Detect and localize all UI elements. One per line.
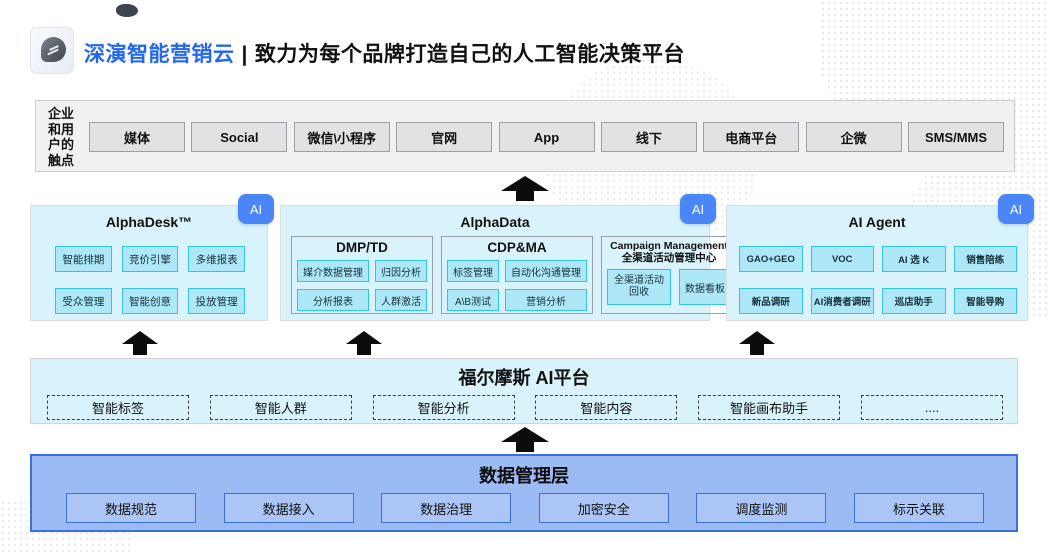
group-campaign-management: Campaign Management 全渠道活动管理中心 全渠道活动 回收 数… — [601, 236, 737, 314]
module-item: 数据看板 — [679, 269, 731, 305]
up-arrow — [501, 176, 549, 201]
up-arrow — [501, 427, 549, 452]
up-arrow — [346, 331, 382, 355]
panel-ai-agent-title: AI Agent — [848, 214, 906, 230]
touchpoint-wecom: 企微 — [805, 122, 902, 152]
module-item: 归因分析 — [375, 260, 427, 282]
capability-item: 智能人群 — [209, 395, 352, 420]
panel-alphadesk: AI AlphaDesk™ 智能排期 竞价引擎 多维报表 受众管理 智能创意 投… — [30, 194, 274, 321]
module-item: 智能导购 — [953, 288, 1017, 314]
group-cdp-ma: CDP&MA 标签管理 自动化沟通管理 A\B测试 营销分析 — [441, 236, 593, 314]
tagline: 致力为每个品牌打造自己的人工智能决策平台 — [254, 43, 685, 66]
module-item: AI消费者调研 — [810, 288, 874, 314]
module-item: A\B测试 — [447, 289, 499, 311]
capability-item-more: .... — [860, 395, 1003, 420]
module-item: 新品调研 — [739, 288, 803, 314]
up-arrow — [122, 331, 158, 355]
map-landmass-decoration — [116, 4, 138, 17]
data-item: 调度监测 — [696, 493, 827, 523]
touchpoints-label-line: 和用 — [48, 121, 75, 137]
module-item: 多维报表 — [188, 246, 245, 272]
touchpoint-social: Social — [191, 122, 288, 152]
touchpoints-label: 企业 和用 户的 触点 — [48, 106, 74, 168]
module-item: VOC — [810, 246, 874, 272]
touchpoint-app: App — [498, 122, 595, 152]
panel-alphadata: AI AlphaData DMP/TD 媒介数据管理 归因分析 分析报表 人群激… — [280, 194, 737, 321]
module-item: 全渠道活动 回收 — [607, 269, 671, 305]
module-item: 智能创意 — [121, 288, 179, 314]
module-item: 媒介数据管理 — [297, 260, 369, 282]
touchpoint-media: 媒体 — [89, 122, 185, 152]
data-item: 数据接入 — [223, 493, 354, 523]
alphadesk-items: 智能排期 竞价引擎 多维报表 受众管理 智能创意 投放管理 — [55, 246, 245, 314]
ai-platform-band: 福尔摩斯 AI平台 智能标签 智能人群 智能分析 智能内容 智能画布助手 ...… — [30, 358, 1018, 424]
panel-ai-agent: AI AI Agent GAO+GEO VOC AI 选 K 销售陪练 新品调研… — [726, 194, 1034, 321]
capability-item: 智能分析 — [372, 395, 515, 420]
ai-badge: AI — [998, 194, 1034, 224]
capability-item: 智能内容 — [535, 395, 678, 420]
module-item: 投放管理 — [188, 288, 245, 314]
group-items: 标签管理 自动化沟通管理 A\B测试 营销分析 — [447, 260, 587, 311]
capability-item: 智能画布助手 — [698, 395, 841, 420]
module-item: AI 选 K — [882, 246, 946, 272]
up-arrow — [739, 331, 775, 355]
group-title: DMP/TD — [336, 240, 388, 255]
touchpoint-ecommerce: 电商平台 — [703, 122, 800, 152]
ai-agent-items: GAO+GEO VOC AI 选 K 销售陪练 新品调研 AI消费者调研 巡店助… — [739, 246, 1017, 314]
group-items: 全渠道活动 回收 数据看板 — [607, 269, 731, 305]
module-item: 人群激活 — [375, 289, 427, 311]
group-dmp-td: DMP/TD 媒介数据管理 归因分析 分析报表 人群激活 — [291, 236, 433, 314]
data-management-band: 数据管理层 数据规范 数据接入 数据治理 加密安全 调度监测 标示关联 — [30, 454, 1018, 532]
module-item: 分析报表 — [297, 289, 369, 311]
panel-alphadesk-title: AlphaDesk™ — [105, 214, 193, 230]
data-management-title: 数据管理层 — [479, 466, 569, 486]
group-title-cn: 全渠道活动管理中心 — [621, 252, 717, 264]
group-title-en: Campaign Management — [610, 240, 728, 252]
module-item: 自动化沟通管理 — [505, 260, 587, 282]
touchpoints-row: 媒体 Social 微信\小程序 官网 App 线下 电商平台 企微 SMS/M… — [89, 122, 1004, 152]
group-items: 媒介数据管理 归因分析 分析报表 人群激活 — [297, 260, 427, 311]
group-title: CDP&MA — [487, 240, 547, 255]
data-management-items: 数据规范 数据接入 数据治理 加密安全 调度监测 标示关联 — [66, 493, 984, 523]
touchpoint-official-site: 官网 — [396, 122, 493, 152]
ai-badge: AI — [680, 194, 716, 224]
module-item: 智能排期 — [55, 246, 112, 272]
panel-alphadata-title: AlphaData — [460, 214, 530, 230]
module-item: 销售陪练 — [953, 246, 1017, 272]
logo-bubble-icon — [41, 37, 66, 62]
data-item: 标示关联 — [853, 493, 984, 523]
touchpoints-label-line: 触点 — [48, 152, 75, 168]
touchpoint-wechat-miniprogram: 微信\小程序 — [293, 122, 390, 152]
ai-badge: AI — [238, 194, 274, 224]
touchpoint-sms-mms: SMS/MMS — [908, 122, 1004, 152]
ai-platform-items: 智能标签 智能人群 智能分析 智能内容 智能画布助手 .... — [47, 395, 1003, 420]
data-item: 数据规范 — [66, 493, 196, 523]
touchpoints-label-line: 企业 — [48, 106, 75, 121]
brand-logo-icon — [30, 27, 74, 74]
module-item: 标签管理 — [447, 260, 499, 282]
touchpoints-bar: 企业 和用 户的 触点 媒体 Social 微信\小程序 官网 App 线下 电… — [35, 100, 1015, 172]
capability-item: 智能标签 — [47, 395, 189, 420]
data-item: 加密安全 — [538, 493, 669, 523]
touchpoints-label-line: 户的 — [48, 137, 75, 152]
module-item: 竞价引擎 — [121, 246, 179, 272]
touchpoint-offline: 线下 — [600, 122, 697, 152]
module-item: 受众管理 — [55, 288, 112, 314]
module-item: GAO+GEO — [739, 246, 803, 272]
alphadata-groups: DMP/TD 媒介数据管理 归因分析 分析报表 人群激活 CDP&MA 标签管理… — [291, 236, 737, 314]
ai-platform-title: 福尔摩斯 AI平台 — [458, 368, 590, 388]
page-title: 深演智能营销云 | 致力为每个品牌打造自己的人工智能决策平台 — [84, 38, 685, 68]
data-item: 数据治理 — [381, 493, 512, 523]
module-item: 营销分析 — [505, 289, 587, 311]
module-item: 巡店助手 — [882, 288, 946, 314]
title-separator: | — [241, 43, 248, 66]
brand-name: 深演智能营销云 — [84, 43, 235, 66]
